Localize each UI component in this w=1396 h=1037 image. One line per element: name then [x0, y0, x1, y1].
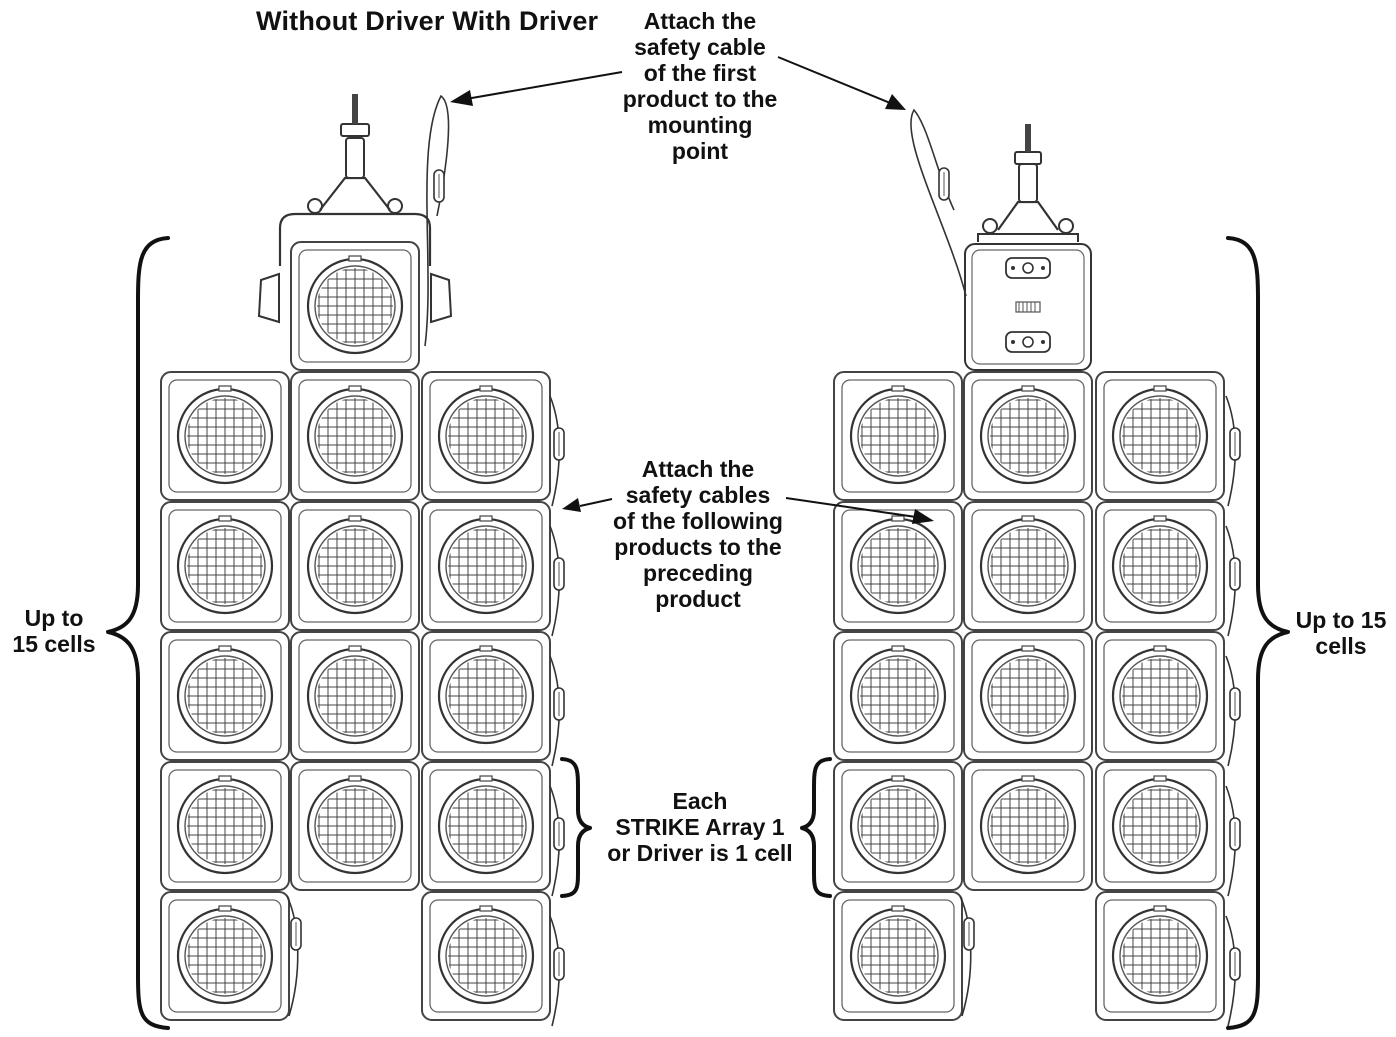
without-driver-top-fixture: [290, 241, 420, 371]
cable-carabiner: [553, 817, 565, 851]
without-driver-cell-r4-c3: [421, 761, 551, 891]
cable-carabiner: [963, 917, 975, 951]
mounting-hardware: [257, 94, 1092, 371]
cable-carabiner: [1229, 947, 1241, 981]
cell-brace-left: [560, 757, 592, 898]
without-driver-cell-r1-c1: [160, 371, 290, 501]
with-driver-cell-r4-c2: [963, 761, 1093, 891]
callout-first-cable: Attach the safety cable of the first pro…: [622, 8, 778, 164]
first-safety-cable: [424, 94, 450, 347]
cable-carabiner: [1229, 557, 1241, 591]
cable-carabiner: [938, 167, 950, 201]
with-driver-cell-r3-c2: [963, 631, 1093, 761]
left-limit-brace: [106, 236, 170, 1030]
right-limit-brace: [1226, 236, 1290, 1030]
without-driver-cell-r1-c3: [421, 371, 551, 501]
callout-cell-definition: Each STRIKE Array 1 or Driver is 1 cell: [607, 788, 793, 866]
diagram-heading: Without Driver With Driver: [256, 6, 598, 37]
with-driver-cell-r5-c3: [1095, 891, 1225, 1021]
right-cell-limit: Up to 15 cells: [1295, 607, 1387, 659]
cable-carabiner: [290, 917, 302, 951]
yoke-bracket: [257, 198, 453, 324]
with-driver-cell-r2-c1: [833, 501, 963, 631]
heading-without-driver: Without Driver: [256, 6, 445, 36]
without-driver-cell-r2-c2: [290, 501, 420, 631]
mounting-clamp: [997, 124, 1059, 231]
with-driver-cell-r3-c1: [833, 631, 963, 761]
cable-carabiner: [433, 169, 445, 203]
cable-carabiner: [553, 427, 565, 461]
with-driver-cell-r2-c2: [963, 501, 1093, 631]
without-driver-cell-r3-c1: [160, 631, 290, 761]
with-driver-cell-r5-c1: [833, 891, 963, 1021]
first-cable-arrow-right: [777, 56, 906, 110]
first-cable-arrow-left: [450, 71, 623, 106]
safety-cables: [286, 94, 1241, 1027]
left-cell-limit: Up to 15 cells: [12, 605, 96, 657]
cable-carabiner: [553, 687, 565, 721]
cable-carabiner: [1229, 427, 1241, 461]
without-driver-cell-r5-c1: [160, 891, 290, 1021]
without-driver-cell-r4-c2: [290, 761, 420, 891]
following-cables-arrow-right: [785, 497, 934, 524]
lens-grid: [448, 918, 524, 994]
with-driver-cell-r1-c2: [963, 371, 1093, 501]
heading-with-driver: With Driver: [452, 6, 599, 36]
mounting-clamp: [319, 94, 391, 211]
brand-logo-icon: [1015, 301, 1041, 313]
without-driver-cell-r4-c1: [160, 761, 290, 891]
cable-carabiner: [1229, 817, 1241, 851]
with-driver-cell-r4-c1: [833, 761, 963, 891]
driver-connector: [1005, 331, 1051, 353]
with-driver-cell-r1-c3: [1095, 371, 1225, 501]
with-driver-cell-r1-c1: [833, 371, 963, 501]
driver-unit: [964, 218, 1092, 371]
without-driver-cell-r2-c3: [421, 501, 551, 631]
callout-following-cables: Attach the safety cables of the followin…: [613, 456, 783, 612]
with-driver-cell-r4-c3: [1095, 761, 1225, 891]
safety-cable: [959, 895, 972, 1017]
lens-grid: [860, 528, 936, 604]
without-driver-cell-r3-c2: [290, 631, 420, 761]
safety-cable: [286, 895, 299, 1017]
without-driver-cell-r5-c3: [421, 891, 551, 1021]
cable-carabiner: [553, 557, 565, 591]
cable-carabiner: [553, 947, 565, 981]
with-driver-cell-r2-c3: [1095, 501, 1225, 631]
cell-brace-right: [800, 757, 832, 898]
lens-grid: [317, 658, 393, 734]
driver-connector: [1005, 257, 1051, 279]
following-cables-arrow-left: [562, 498, 613, 512]
cable-carabiner: [1229, 687, 1241, 721]
without-driver-cell-r1-c2: [290, 371, 420, 501]
fixture-cells: [160, 241, 1225, 1021]
without-driver-cell-r3-c3: [421, 631, 551, 761]
first-safety-cable: [910, 108, 967, 297]
with-driver-cell-r3-c3: [1095, 631, 1225, 761]
lens-grid: [187, 398, 263, 474]
without-driver-cell-r2-c1: [160, 501, 290, 631]
